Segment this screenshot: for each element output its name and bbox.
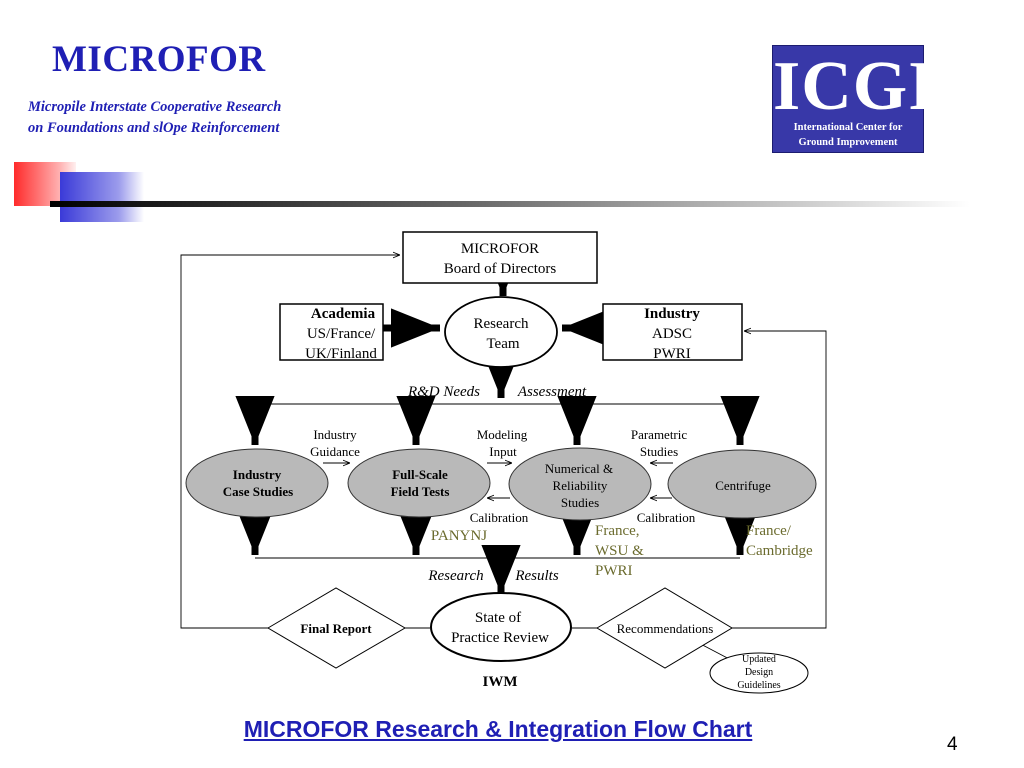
guidelines-line-3: Guidelines (737, 680, 780, 691)
assessment-label: Assessment (517, 384, 587, 400)
final-report-label: Final Report (300, 621, 372, 636)
chart-caption: MICROFOR Research & Integration Flow Cha… (243, 716, 753, 742)
industry-line-2: PWRI (653, 346, 691, 362)
research-label: Research (427, 568, 483, 584)
loop-right-arrow (732, 331, 827, 629)
academia-line-1: US/France/ (307, 326, 376, 342)
rd-needs-label: R&D Needs (407, 384, 480, 400)
panynj-label: PANYNJ (431, 528, 487, 544)
academia-box (279, 303, 384, 361)
board-line-2: Board of Directors (444, 261, 557, 277)
numerical-ellipse (508, 447, 652, 521)
decor-blue-block (60, 172, 144, 222)
academia-line-2: UK/Finland (305, 346, 377, 362)
field-tests-line-1: Full-Scale (392, 467, 448, 482)
case-studies-line-1: Industry (233, 467, 282, 482)
recommendations-diamond (596, 587, 733, 669)
thick-arrows (235, 247, 760, 594)
industry-box (602, 303, 743, 361)
centrifuge-ellipse (667, 449, 817, 519)
france-cam-line-2: Cambridge (746, 543, 813, 559)
numerical-line-2: Reliability (553, 478, 608, 493)
state-line-2: Practice Review (451, 630, 549, 646)
guidance-line-2: Guidance (310, 444, 360, 459)
numerical-line-3: Studies (561, 495, 599, 510)
calibration-left-label: Calibration (470, 510, 529, 525)
industry-line-1: ADSC (652, 326, 692, 342)
logo-letters: ICGI (773, 48, 937, 125)
board-line-1: MICROFOR (461, 241, 539, 257)
guidance-line-1: Industry (313, 427, 357, 442)
industry-title: Industry (644, 306, 700, 322)
calibration-right-label: Calibration (637, 510, 696, 525)
research-team-ellipse (444, 296, 558, 368)
subtitle-line-1: Micropile Interstate Cooperative Researc… (28, 99, 282, 115)
centrifuge-label: Centrifuge (715, 478, 771, 493)
icgi-logo: ICGI International Center for Ground Imp… (772, 45, 937, 153)
state-line-1: State of (475, 610, 521, 626)
final-report-diamond (267, 587, 406, 669)
academia-title: Academia (311, 306, 376, 322)
board-box (402, 231, 598, 284)
slide-title: MICROFOR (52, 39, 266, 80)
parametric-line-1: Parametric (631, 427, 688, 442)
field-tests-ellipse (347, 448, 491, 518)
france-wsu-line-1: France, (595, 523, 640, 539)
iwm-label: IWM (483, 674, 518, 690)
decor-divider-bar (50, 201, 970, 207)
guidelines-line-1: Updated (742, 654, 776, 665)
research-team-line-2: Team (486, 336, 519, 352)
loop-left-arrow (180, 255, 400, 629)
france-wsu-line-3: PWRI (595, 563, 633, 579)
study-nodes (185, 447, 817, 521)
modeling-line-1: Modeling (477, 427, 528, 442)
case-studies-ellipse (185, 448, 329, 518)
subtitle-line-2: on Foundations and slOpe Reinforcement (28, 120, 280, 136)
slide-number: 4 (947, 734, 958, 755)
parametric-line-2: Studies (640, 444, 678, 459)
france-wsu-line-2: WSU & (595, 543, 644, 559)
recommendations-label: Recommendations (617, 621, 714, 636)
france-cam-line-1: France/ (746, 523, 792, 539)
results-label: Results (514, 568, 558, 584)
case-studies-line-2: Case Studies (223, 484, 293, 499)
guidelines-ellipse (709, 652, 809, 694)
logo-line-2: Ground Improvement (798, 137, 898, 148)
state-of-practice-ellipse (430, 592, 572, 662)
modeling-line-2: Input (489, 444, 517, 459)
numerical-line-1: Numerical & (545, 461, 613, 476)
logo-line-1: International Center for (793, 122, 903, 133)
field-tests-line-2: Field Tests (391, 484, 450, 499)
research-team-line-1: Research (474, 316, 529, 332)
guidelines-line-2: Design (745, 667, 773, 678)
